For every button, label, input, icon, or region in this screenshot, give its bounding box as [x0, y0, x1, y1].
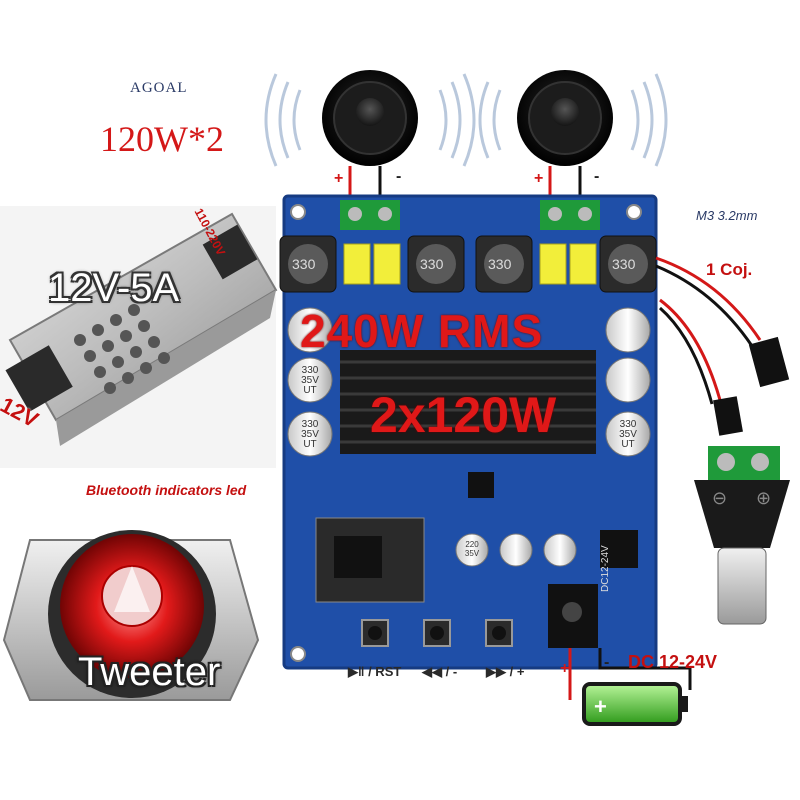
inductor-value-3: 330	[488, 256, 512, 272]
capacitor-series: UT	[303, 439, 317, 450]
capacitor-label-2: 330 35V UT	[296, 366, 324, 396]
sound-waves-right	[478, 73, 668, 167]
polarity-plus-left: +	[334, 170, 344, 187]
sound-waves-left	[264, 73, 476, 167]
cable-set-callout: 1 Coj.	[706, 260, 753, 279]
brand-label: AGOAL	[130, 80, 188, 96]
inductor-value-1: 330	[292, 256, 316, 272]
inductor-value-4: 330	[612, 256, 636, 272]
polarity-minus-right: -	[594, 168, 600, 185]
capacitor-value: 330	[619, 419, 637, 430]
capacitor-value: 330	[301, 365, 319, 376]
button-label-next: ▶▶ / +	[486, 664, 525, 679]
tweeter-label: Tweeter	[78, 650, 221, 694]
capacitor-voltage: 35V	[301, 375, 319, 386]
power-supply-unit	[0, 206, 278, 468]
power-per-channel-label: 120W*2	[100, 119, 224, 159]
capacitor-voltage: 35V	[619, 429, 637, 440]
battery-wires	[568, 648, 692, 700]
button-label-play-reset: ▶‖ / RST	[348, 664, 402, 679]
small-capacitor-value: 220	[465, 540, 479, 549]
amplifier-board	[279, 194, 658, 670]
speaker-icon-right	[517, 70, 613, 206]
psu-output-label: 12V-5A	[48, 266, 180, 310]
dc-input-callout: DC 12-24V	[628, 652, 718, 672]
mount-hole-callout: M3 3.2mm	[696, 208, 758, 223]
capacitor-label-3: 330 35V UT	[614, 420, 642, 450]
channels-label: 2x120W	[370, 387, 557, 443]
small-capacitor-voltage: 35V	[464, 549, 480, 558]
bluetooth-leds-callout: Bluetooth indicators led	[86, 482, 247, 498]
polarity-plus-dc: +	[560, 660, 570, 677]
inductor-value-2: 330	[420, 256, 444, 272]
speaker-icon-left	[322, 70, 418, 206]
rms-label: 240W RMS	[300, 305, 544, 357]
svg-text:+: +	[594, 694, 607, 719]
polarity-minus-dc: -	[604, 654, 610, 671]
tweeter-image	[0, 516, 266, 704]
polarity-minus-left: -	[396, 168, 402, 185]
svg-text:⊕: ⊕	[756, 488, 771, 508]
capacitor-series: UT	[303, 385, 317, 396]
small-capacitor-label: 220 35V	[458, 540, 486, 558]
svg-text:⊖: ⊖	[712, 488, 727, 508]
capacitor-voltage: 35V	[301, 429, 319, 440]
capacitor-value: 330	[301, 419, 319, 430]
capacitor-series: UT	[621, 439, 635, 450]
capacitor-label: 330 35V UT	[296, 420, 324, 450]
dc-jack-icon: ⊖ ⊕	[694, 446, 790, 625]
button-label-previous: ◀◀ / -	[422, 664, 458, 679]
dc-jack-board-label: DC12-24V	[600, 545, 611, 592]
cable-bundle	[655, 256, 762, 405]
polarity-plus-right: +	[534, 170, 544, 187]
battery-icon: +	[582, 682, 688, 726]
